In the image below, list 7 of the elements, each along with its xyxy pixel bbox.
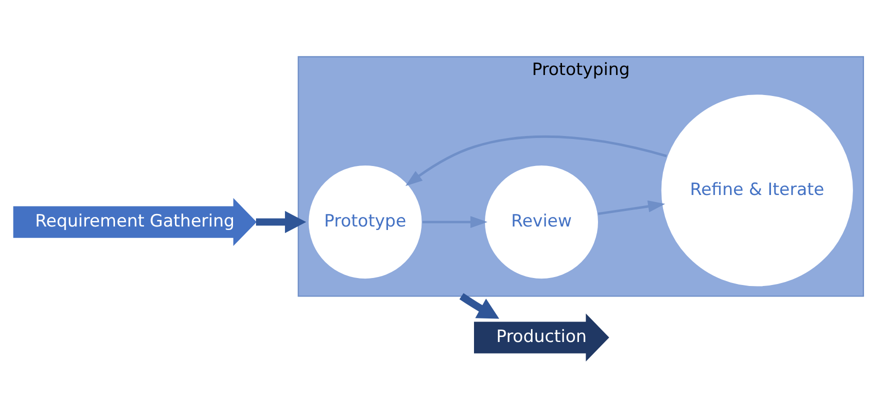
arrow — [404, 135, 666, 186]
node-circle: Review — [483, 164, 599, 280]
arrow — [458, 293, 499, 319]
arrow — [256, 210, 306, 234]
arrow — [597, 200, 665, 216]
node-circle: Refine & Iterate — [660, 93, 854, 288]
arrow — [422, 216, 487, 228]
